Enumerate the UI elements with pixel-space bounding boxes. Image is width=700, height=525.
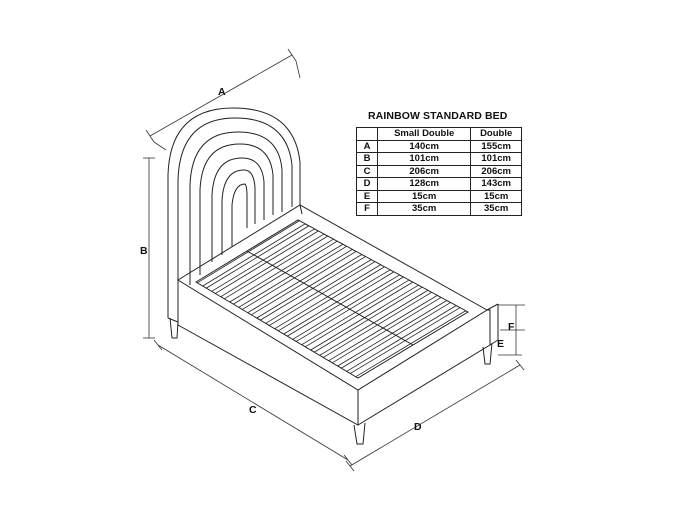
dimension-label-a: A bbox=[218, 86, 226, 98]
small-double-value: 140cm bbox=[376, 139, 472, 153]
double-value: 143cm bbox=[470, 177, 522, 191]
header-double: Double bbox=[470, 127, 522, 141]
small-double-value: 15cm bbox=[376, 189, 472, 203]
row-key: C bbox=[356, 164, 378, 178]
header-small-double: Small Double bbox=[376, 127, 472, 141]
centre-rail bbox=[246, 250, 414, 346]
dimension-label-d: D bbox=[414, 421, 422, 433]
table-row: B 101cm 101cm bbox=[356, 152, 522, 166]
small-double-value: 206cm bbox=[376, 164, 472, 178]
dimension-label-f: F bbox=[508, 321, 515, 333]
dimension-c: C bbox=[153, 339, 353, 466]
dimension-b: B bbox=[140, 157, 155, 339]
row-key: B bbox=[356, 152, 378, 166]
dimension-e-f: F E bbox=[497, 304, 525, 356]
row-key: A bbox=[356, 139, 378, 153]
small-double-value: 35cm bbox=[376, 202, 472, 216]
dimension-label-b: B bbox=[140, 245, 148, 257]
table-row: C 206cm 206cm bbox=[356, 164, 522, 178]
dimension-a: A bbox=[145, 48, 301, 151]
small-double-value: 101cm bbox=[376, 152, 472, 166]
dimension-d: D bbox=[345, 359, 525, 472]
spec-table-panel: RAINBOW STANDARD BED Small Double Double… bbox=[356, 110, 522, 216]
double-value: 101cm bbox=[470, 152, 522, 166]
dimension-label-e: E bbox=[497, 338, 504, 350]
spec-table: Small Double Double A 140cm 155cm B 101c… bbox=[356, 127, 522, 216]
table-row: D 128cm 143cm bbox=[356, 177, 522, 191]
bed-legs bbox=[169, 317, 493, 445]
bed-frame bbox=[177, 204, 499, 426]
double-value: 35cm bbox=[470, 202, 522, 216]
table-row: F 35cm 35cm bbox=[356, 202, 522, 216]
row-key: D bbox=[356, 177, 378, 191]
headboard bbox=[167, 107, 301, 323]
small-double-value: 128cm bbox=[376, 177, 472, 191]
spec-table-title: RAINBOW STANDARD BED bbox=[368, 110, 508, 122]
header-key bbox=[356, 127, 378, 141]
bed-slats bbox=[196, 220, 467, 378]
double-value: 155cm bbox=[470, 139, 522, 153]
double-value: 15cm bbox=[470, 189, 522, 203]
row-key: E bbox=[356, 189, 378, 203]
double-value: 206cm bbox=[470, 164, 522, 178]
row-key: F bbox=[356, 202, 378, 216]
table-row: A 140cm 155cm bbox=[356, 139, 522, 153]
table-header-row: Small Double Double bbox=[356, 127, 522, 141]
dimension-label-c: C bbox=[249, 404, 257, 416]
table-row: E 15cm 15cm bbox=[356, 189, 522, 203]
